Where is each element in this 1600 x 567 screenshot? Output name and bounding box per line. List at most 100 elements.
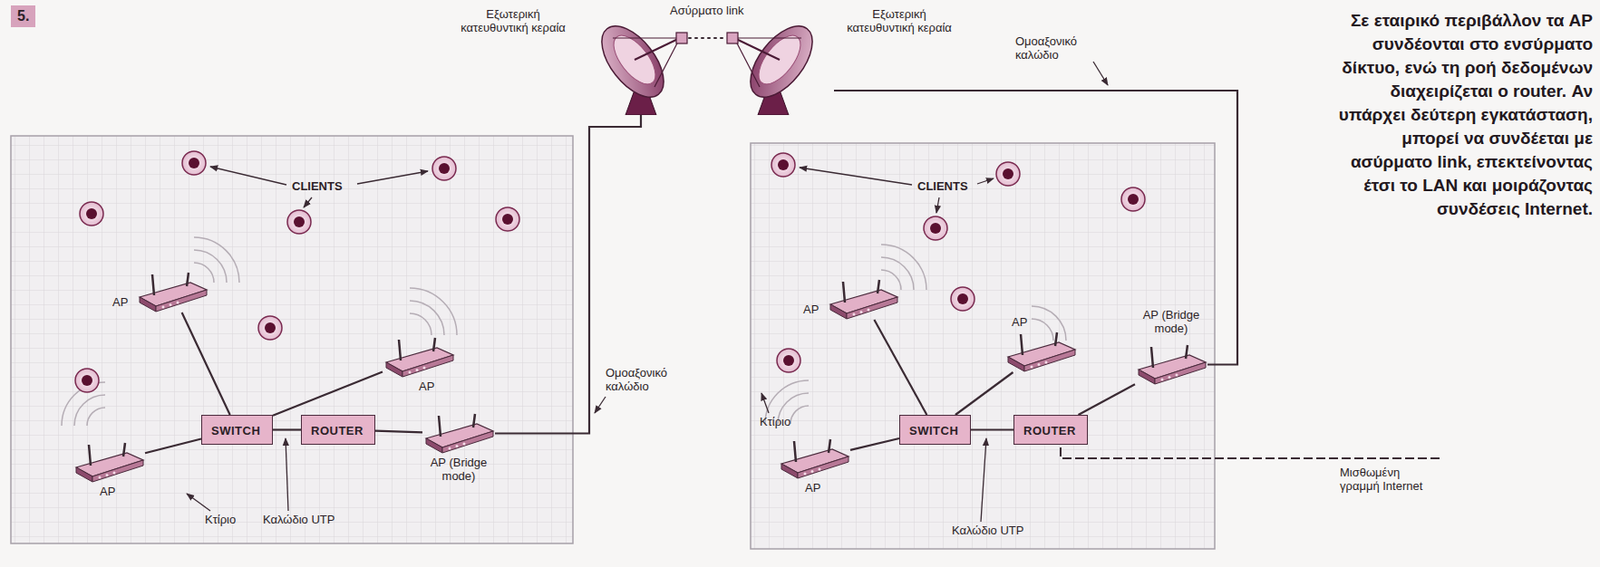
building-right <box>750 143 1215 550</box>
access-point-icon-part <box>804 473 807 476</box>
access-point-icon-part <box>106 474 109 477</box>
access-point: AP (Bridge mode) <box>422 413 495 455</box>
dish-icon-part-part <box>734 37 802 39</box>
annotation-label: CLIENTS <box>291 179 343 194</box>
radio-waves-part <box>1031 306 1067 341</box>
access-point-icon-part <box>1168 376 1172 379</box>
leader-lines-part <box>285 438 289 512</box>
leader-lines-part <box>980 438 987 523</box>
access-point: AP <box>826 279 900 320</box>
utp-cable <box>873 320 927 416</box>
annotation-label: Ομοαξονικό καλώδιο <box>605 366 689 394</box>
client-markers-part <box>996 162 1020 186</box>
client-dots-part <box>930 223 941 234</box>
access-point-icon-part <box>386 362 403 378</box>
client-dots-part <box>1127 193 1139 205</box>
annotation-label: Μισθωμένη γραμμή Internet <box>1339 465 1442 494</box>
utp-cable <box>1078 384 1136 416</box>
annotation-label: Καλώδιο UTP <box>262 513 335 527</box>
figure-number: 5. <box>10 5 36 28</box>
annotation-label: CLIENTS <box>917 179 969 194</box>
utp-cable <box>182 312 231 416</box>
access-point-icon-part <box>846 297 898 320</box>
access-point-icon-part <box>455 445 459 448</box>
dish-icon-part-part <box>734 38 760 88</box>
access-point-icon-part <box>1030 366 1034 369</box>
device-label: Εξωτερική κατευθυντική κεραία <box>455 7 572 35</box>
radio-waves-part <box>409 288 457 336</box>
utp-cable <box>272 372 383 417</box>
router-box: ROUTER <box>1013 415 1088 446</box>
dish-icon-part-part <box>738 19 825 108</box>
wireless-link <box>688 37 726 39</box>
client-markers <box>75 151 1145 393</box>
leader-lines-part <box>977 178 994 185</box>
access-point-icon-part <box>123 443 126 457</box>
access-point-icon-part <box>408 371 412 375</box>
access-point-icon-part <box>1138 369 1155 385</box>
access-point-icon-part <box>843 281 845 303</box>
access-point-icon-part <box>438 416 441 437</box>
access-point-icon-part <box>169 303 173 307</box>
access-point-icon-part <box>473 414 476 428</box>
client-dots-part <box>188 157 200 169</box>
access-point-icon-part <box>176 301 180 305</box>
client-markers-part <box>923 216 948 241</box>
annotation-label: Κτίριο <box>204 513 236 527</box>
client-dots-part <box>783 355 795 367</box>
access-point: AP <box>1004 331 1077 373</box>
annotation-label: Ομοαξονικό καλώδιο <box>1015 34 1099 62</box>
access-point-icon-part <box>818 468 822 472</box>
access-point-icon-part <box>1161 378 1164 382</box>
device-label: AP <box>803 302 825 317</box>
access-point-icon-part <box>1045 361 1048 365</box>
access-point-icon-part <box>1024 349 1076 372</box>
utp-cable <box>375 431 423 434</box>
client-dots-part <box>264 322 276 334</box>
access-point-icon <box>135 271 209 313</box>
access-point: AP <box>382 337 456 379</box>
access-point-icon-part <box>853 313 856 317</box>
access-point-icon-part <box>152 274 155 296</box>
router-box: ROUTER <box>300 415 376 446</box>
access-point-icon-part <box>155 290 207 312</box>
access-point-icon <box>826 279 900 320</box>
access-point-icon-part <box>398 339 401 361</box>
leader-lines-part <box>303 197 312 208</box>
access-point-icon <box>777 438 851 480</box>
leader-lines-part <box>186 494 211 512</box>
client-markers-part <box>776 349 801 373</box>
dish-icon-part <box>727 19 825 116</box>
access-point-icon-part <box>186 272 189 287</box>
dish-icon-part-part <box>734 38 780 60</box>
access-point-icon-part <box>877 280 880 294</box>
access-point-icon <box>1004 331 1077 373</box>
leader-lines <box>186 61 1108 523</box>
dish-icon-part <box>590 19 676 108</box>
dish-icon <box>725 19 834 116</box>
client-markers-part <box>287 210 311 234</box>
access-point-icon-part <box>139 297 156 312</box>
access-point-icon-part <box>98 476 102 480</box>
building-panel <box>10 135 1215 550</box>
access-point-icon-part <box>402 355 454 378</box>
device-label: AP <box>99 484 127 499</box>
leader-lines-part <box>210 166 287 185</box>
device-label: AP <box>804 481 833 495</box>
annotation-label: Καλώδιο UTP <box>951 523 1024 538</box>
dish-icon-part <box>654 38 680 88</box>
client-dots-part <box>438 163 450 175</box>
utp-cable <box>272 428 301 431</box>
building-left-grid <box>10 135 573 544</box>
device-label: AP (Bridge mode) <box>1127 308 1215 336</box>
access-point-icon-part <box>1151 347 1154 369</box>
leader-lines-part <box>1093 61 1108 86</box>
building-left <box>10 135 573 544</box>
radio-waves <box>61 237 1067 427</box>
utp-cable <box>850 438 900 451</box>
access-point: AP <box>777 438 851 480</box>
link-label: Ασύρματο link <box>667 3 747 18</box>
access-point: AP <box>72 442 146 484</box>
access-point-icon-part <box>433 338 436 352</box>
client-dots-part <box>1002 168 1014 180</box>
